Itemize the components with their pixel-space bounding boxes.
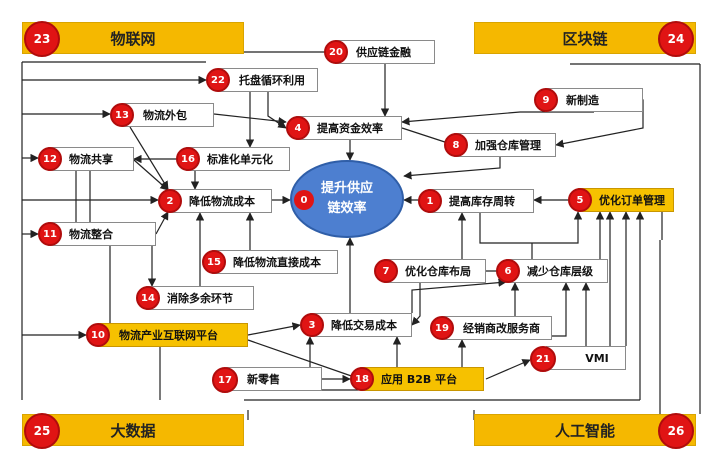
- connector-38: [411, 283, 421, 326]
- node-7-label: 优化仓库布局: [405, 265, 471, 278]
- corner-ai-label: 人工智能: [554, 421, 615, 440]
- node-10: 物流产业互联网平台: [98, 323, 248, 347]
- connector-52: [485, 359, 531, 380]
- connector-26: [129, 126, 169, 190]
- node-8-label: 加强仓库管理: [475, 139, 541, 152]
- node-5-badge: 5: [568, 188, 592, 212]
- connector-16: [403, 157, 501, 180]
- node-11-badge: 11: [38, 222, 62, 246]
- node-18-badge: 18: [350, 367, 374, 391]
- node-20-badge: 20: [324, 40, 348, 64]
- connector-33: [479, 211, 583, 244]
- node-22-badge: 22: [206, 68, 230, 92]
- node-3-label: 降低交易成本: [331, 319, 397, 332]
- node-21-badge: 21: [530, 346, 556, 372]
- connector-27: [155, 211, 169, 235]
- node-9: 新制造: [545, 88, 643, 112]
- node-11-label: 物流整合: [69, 228, 113, 241]
- node-8-badge: 8: [444, 133, 468, 157]
- node-21-label: VMI: [585, 351, 609, 365]
- corner-iot-badge: 23: [24, 21, 60, 57]
- node-19-badge: 19: [430, 316, 454, 340]
- node-20: 供应链金融: [335, 40, 435, 64]
- node-6-label: 减少仓库层级: [527, 265, 593, 278]
- node-19: 经销商改服务商: [442, 316, 552, 340]
- corner-blockchain: 区块链: [474, 22, 696, 54]
- node-7: 优化仓库布局: [384, 259, 486, 283]
- node-10-badge: 10: [86, 323, 110, 347]
- connector-46: [247, 322, 301, 336]
- node-22: 托盘循环利用: [218, 68, 318, 92]
- node-21: VMI: [546, 346, 626, 370]
- node-6: 减少仓库层级: [506, 259, 608, 283]
- node-20-label: 供应链金融: [356, 46, 411, 59]
- node-22-label: 托盘循环利用: [239, 74, 305, 87]
- connector-11: [267, 92, 287, 129]
- node-17-label: 新零售: [247, 373, 280, 386]
- node-15: 降低物流直接成本: [212, 250, 338, 274]
- connector-13: [213, 113, 287, 126]
- node-1-label: 提高库存周转: [449, 195, 515, 208]
- corner-bigdata-label: 大数据: [110, 421, 156, 440]
- corner-blockchain-label: 区块链: [562, 29, 608, 48]
- node-1-badge: 1: [418, 189, 442, 213]
- node-15-label: 降低物流直接成本: [233, 256, 321, 269]
- node-19-label: 经销商改服务商: [463, 322, 540, 335]
- node-12: 物流共享: [48, 147, 134, 171]
- node-12-label: 物流共享: [69, 153, 113, 166]
- node-16: 标准化单元化: [186, 147, 290, 171]
- node-18-label: 应用 B2B 平台: [381, 373, 458, 386]
- node-17-badge: 17: [212, 367, 238, 393]
- node-2-badge: 2: [158, 189, 182, 213]
- corner-iot-label: 物联网: [110, 29, 156, 48]
- node-10-label: 物流产业互联网平台: [119, 329, 218, 342]
- node-5: 优化订单管理: [578, 188, 674, 212]
- center-goal-badge: 0: [294, 190, 314, 210]
- connector-45: [411, 278, 507, 313]
- center-goal-line1: 提升供应: [320, 181, 373, 196]
- node-6-badge: 6: [496, 259, 520, 283]
- node-4: 提高资金效率: [296, 116, 402, 140]
- node-9-label: 新制造: [566, 94, 599, 107]
- node-15-badge: 15: [202, 250, 226, 274]
- node-2-label: 降低物流成本: [189, 195, 255, 208]
- node-17: 新零售: [226, 367, 322, 391]
- node-7-badge: 7: [374, 259, 398, 283]
- node-18: 应用 B2B 平台: [360, 367, 484, 391]
- connector-47: [247, 339, 361, 381]
- node-16-badge: 16: [176, 147, 200, 171]
- node-13: 物流外包: [122, 103, 214, 127]
- center-goal-line2: 链效率: [327, 201, 367, 216]
- node-14-label: 消除多余环节: [167, 292, 233, 305]
- node-3: 降低交易成本: [310, 313, 412, 337]
- node-12-badge: 12: [38, 147, 62, 171]
- node-11: 物流整合: [48, 222, 156, 246]
- node-16-label: 标准化单元化: [207, 153, 273, 166]
- node-13-label: 物流外包: [143, 109, 187, 122]
- node-5-label: 优化订单管理: [599, 194, 665, 207]
- corner-bigdata-badge: 25: [24, 413, 60, 449]
- connector-25: [133, 159, 169, 191]
- corner-blockchain-badge: 24: [658, 21, 694, 57]
- node-13-badge: 13: [110, 103, 134, 127]
- node-9-badge: 9: [534, 88, 558, 112]
- connector-43: [552, 282, 571, 337]
- connector-18: [401, 111, 594, 126]
- node-2: 降低物流成本: [168, 189, 272, 213]
- node-3-badge: 3: [300, 313, 324, 337]
- node-14: 消除多余环节: [146, 286, 254, 310]
- node-4-badge: 4: [286, 116, 310, 140]
- node-4-label: 提高资金效率: [317, 122, 383, 135]
- node-1: 提高库存周转: [428, 189, 534, 213]
- node-8: 加强仓库管理: [454, 133, 556, 157]
- corner-ai-badge: 26: [658, 413, 694, 449]
- node-14-badge: 14: [136, 286, 160, 310]
